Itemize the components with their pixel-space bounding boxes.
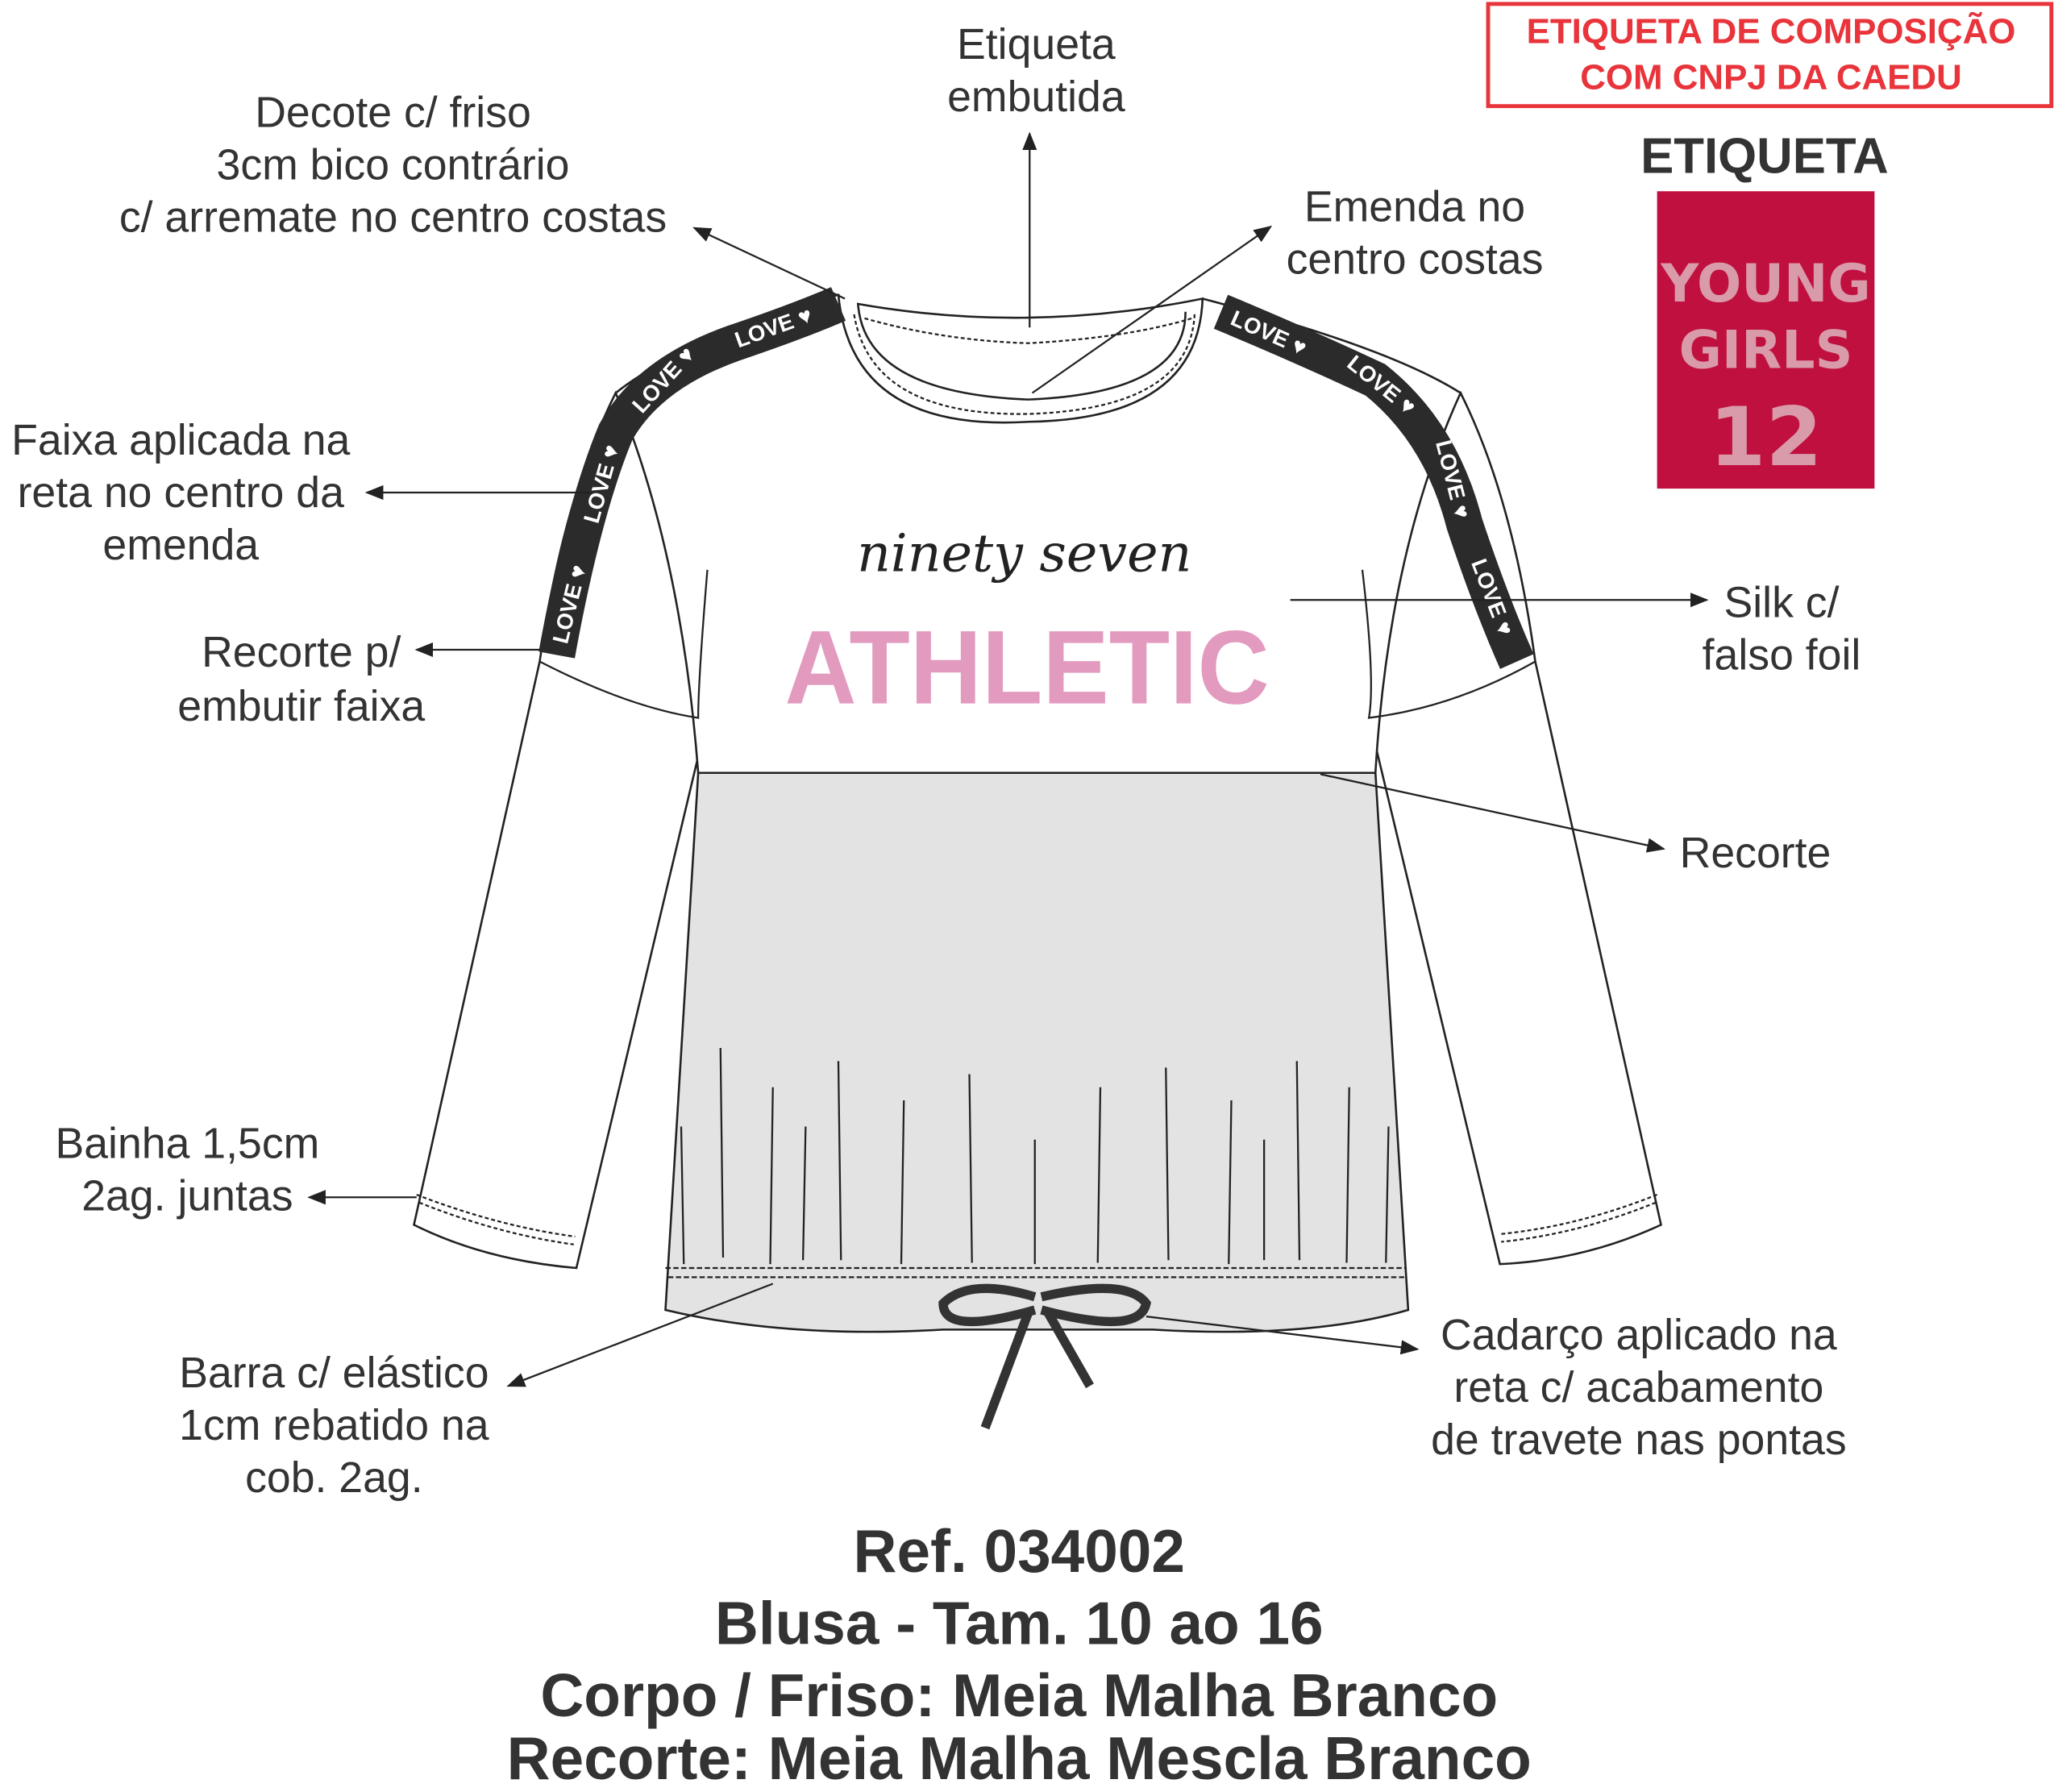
svg-text:1cm rebatido na: 1cm rebatido na xyxy=(179,1401,489,1449)
annotation-silk: Silk c/ falso foil xyxy=(1703,578,1861,679)
svg-text:Bainha 1,5cm: Bainha 1,5cm xyxy=(55,1120,319,1168)
brand-label: YOUNG GIRLS 12 xyxy=(1657,191,1875,489)
annotation-recorte-faixa: Recorte p/ embutir faixa xyxy=(177,628,425,730)
label-title: ETIQUETA xyxy=(1640,129,1889,185)
svg-text:emenda: emenda xyxy=(102,521,259,569)
svg-text:3cm bico contrário: 3cm bico contrário xyxy=(217,141,570,189)
svg-text:cob. 2ag.: cob. 2ag. xyxy=(245,1453,423,1502)
annotation-bainha: Bainha 1,5cm 2ag. juntas xyxy=(55,1120,319,1220)
annotation-faixa: Faixa aplicada na reta no centro da emen… xyxy=(11,416,350,569)
label-line: YOUNG xyxy=(1660,254,1871,314)
label-line: 12 xyxy=(1709,389,1822,484)
svg-text:Recorte: Recorte xyxy=(1680,829,1832,877)
annotation-emenda: Emenda no centro costas xyxy=(1287,183,1544,284)
svg-text:reta c/ acabamento: reta c/ acabamento xyxy=(1453,1363,1823,1412)
drawstring-bow xyxy=(938,1283,1151,1430)
print-script: ninety seven xyxy=(857,524,1191,584)
svg-text:Cadarço aplicado na: Cadarço aplicado na xyxy=(1441,1311,1837,1359)
svg-text:Faixa aplicada na: Faixa aplicada na xyxy=(11,416,350,464)
shirt-drawing: LOVE ♥LOVE ♥LOVE ♥LOVE ♥LOVE ♥LOVE ♥LOVE… xyxy=(413,287,1662,1430)
svg-text:reta no centro da: reta no centro da xyxy=(18,468,345,517)
annotation-etiqueta-embutida: Etiqueta embutida xyxy=(947,20,1125,121)
composition-line: ETIQUETA DE COMPOSIÇÃO xyxy=(1527,11,2016,52)
svg-text:embutida: embutida xyxy=(947,73,1125,121)
print-athletic: ATHLETIC xyxy=(784,609,1269,726)
annotation-recorte: Recorte xyxy=(1680,829,1832,877)
svg-text:Recorte p/: Recorte p/ xyxy=(202,628,401,676)
product-spec-footer: Ref. 034002 Blusa - Tam. 10 ao 16 Corpo … xyxy=(507,1517,1532,1792)
svg-text:de travete nas pontas: de travete nas pontas xyxy=(1431,1416,1847,1464)
reference: Ref. 034002 xyxy=(854,1517,1185,1585)
product-size: Blusa - Tam. 10 ao 16 xyxy=(715,1589,1324,1657)
annotation-barra: Barra c/ elástico 1cm rebatido na cob. 2… xyxy=(179,1349,489,1502)
annotation-cadarco: Cadarço aplicado na reta c/ acabamento d… xyxy=(1431,1311,1847,1464)
svg-text:Decote c/ friso: Decote c/ friso xyxy=(255,89,531,137)
body-fabric: Corpo / Friso: Meia Malha Branco xyxy=(540,1661,1498,1729)
right-tape xyxy=(1213,294,1534,669)
svg-text:embutir faixa: embutir faixa xyxy=(177,682,425,730)
svg-text:centro costas: centro costas xyxy=(1287,235,1544,284)
body-recorte-mescla xyxy=(664,771,1410,1333)
svg-text:falso foil: falso foil xyxy=(1703,630,1861,679)
annotation-decote: Decote c/ friso 3cm bico contrário c/ ar… xyxy=(119,89,667,242)
left-tape xyxy=(538,287,846,659)
svg-text:Etiqueta: Etiqueta xyxy=(957,20,1116,69)
composition-label-box: ETIQUETA DE COMPOSIÇÃO COM CNPJ DA CAEDU xyxy=(1486,2,2054,109)
svg-text:Silk c/: Silk c/ xyxy=(1724,578,1840,626)
svg-text:Emenda no: Emenda no xyxy=(1304,183,1525,231)
leader-lines xyxy=(307,131,1709,1387)
neckline xyxy=(837,294,1204,424)
label-line: GIRLS xyxy=(1679,321,1853,381)
recorte-fabric: Recorte: Meia Malha Mescla Branco xyxy=(507,1724,1532,1792)
composition-line: COM CNPJ DA CAEDU xyxy=(1580,58,1962,98)
svg-text:Barra c/ elástico: Barra c/ elástico xyxy=(179,1349,489,1397)
svg-text:c/ arremate no centro costas: c/ arremate no centro costas xyxy=(119,193,667,242)
svg-text:2ag. juntas: 2ag. juntas xyxy=(81,1172,293,1220)
